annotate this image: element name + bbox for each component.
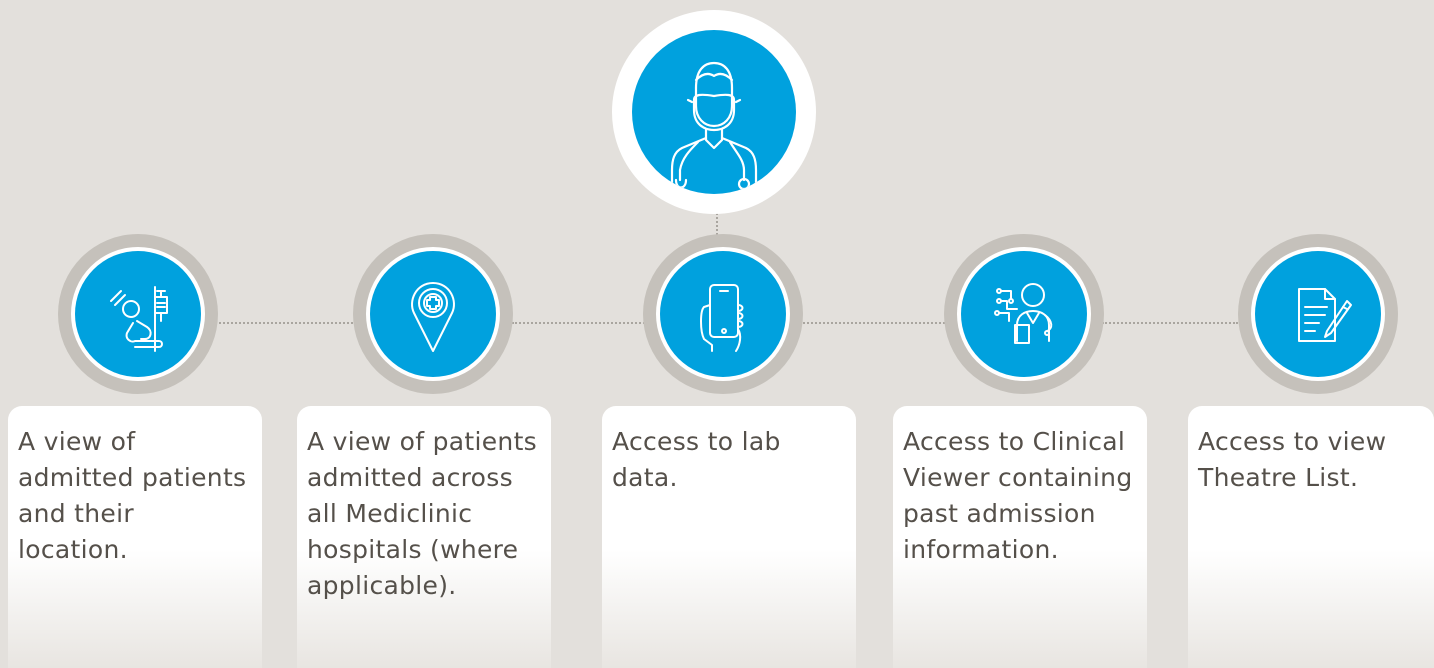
horizontal-connector xyxy=(512,322,645,324)
clinical-viewer-doctor-icon xyxy=(961,251,1087,377)
feature-card-5: Access to view Theatre List. xyxy=(1188,406,1434,668)
patient-bed-iv-icon xyxy=(75,251,201,377)
vertical-connector xyxy=(716,210,718,242)
feature-text-5: Access to view Theatre List. xyxy=(1198,427,1387,492)
feature-text-4: Access to Clinical Viewer containing pas… xyxy=(903,427,1133,564)
icon-ring-1 xyxy=(58,234,218,394)
icon-ring-3 xyxy=(643,234,803,394)
feature-card-1: A view of admitted patients and their lo… xyxy=(8,406,262,668)
horizontal-connector xyxy=(198,322,353,324)
document-edit-icon xyxy=(1255,251,1381,377)
icon-ring-5 xyxy=(1238,234,1398,394)
top-icon-ring xyxy=(612,10,816,214)
hospital-location-pin-icon xyxy=(370,251,496,377)
feature-text-3: Access to lab data. xyxy=(612,427,781,492)
horizontal-connector xyxy=(1102,322,1238,324)
mobile-phone-hand-icon xyxy=(660,251,786,377)
feature-text-2: A view of patients admitted across all M… xyxy=(307,427,537,600)
icon-ring-4 xyxy=(944,234,1104,394)
doctor-icon xyxy=(632,30,796,194)
feature-card-2: A view of patients admitted across all M… xyxy=(297,406,551,668)
feature-card-4: Access to Clinical Viewer containing pas… xyxy=(893,406,1147,668)
icon-ring-2 xyxy=(353,234,513,394)
feature-text-1: A view of admitted patients and their lo… xyxy=(18,427,247,564)
feature-card-3: Access to lab data. xyxy=(602,406,856,668)
horizontal-connector xyxy=(800,322,945,324)
